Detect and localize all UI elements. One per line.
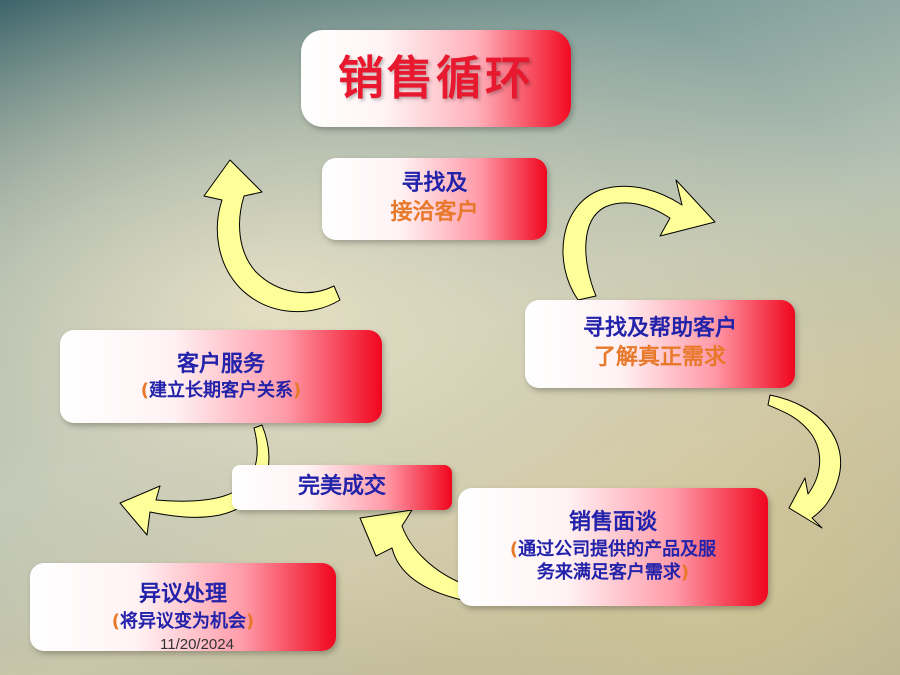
step-find-contact: 寻找及 接洽客户 [322,158,547,240]
step-objection-close-paren: ) [246,610,255,632]
arrow-to-meeting-icon [767,394,842,529]
step-meeting-open-paren: ( [509,538,519,560]
step-close: 完美成交 [232,465,452,510]
step-objection-open-paren: ( [111,610,120,632]
step-objection-line2: 将异议变为机会 [120,610,246,632]
arrow-to-close-icon [359,509,467,601]
step-find-contact-line2: 接洽客户 [390,200,479,225]
step-close-line1: 完美成交 [297,474,386,500]
title-box: 销售循环 [301,30,571,127]
step-needs: 寻找及帮助客户 了解真正需求 [525,300,795,388]
step-meeting-line1: 销售面谈 [568,510,657,536]
step-needs-line1: 寻找及帮助客户 [582,316,737,342]
step-objection: 异议处理 (将异议变为机会) [30,563,336,651]
step-meeting-close-paren: ) [680,562,690,584]
step-service-close-paren: ) [293,380,302,402]
page-title: 销售循环 [338,50,534,105]
step-find-contact-line1: 寻找及 [401,171,468,197]
step-service-open-paren: ( [140,380,149,402]
step-meeting-line2: 通过公司提供的产品及服 [518,538,717,560]
step-meeting: 销售面谈 (通过公司提供的产品及服 务来满足客户需求) [458,488,768,606]
step-objection-line1: 异议处理 [138,582,227,607]
footer-date: 11/20/2024 [160,636,234,653]
step-meeting-line3: 务来满足客户需求 [536,562,681,584]
arrow-to-find-icon [203,159,341,313]
arrow-to-needs-icon [562,179,716,301]
step-service-line1: 客户服务 [176,351,265,377]
step-needs-line2: 了解真正需求 [593,345,726,370]
step-service: 客户服务 (建立长期客户关系) [60,330,382,423]
step-service-line2: 建立长期客户关系 [149,380,293,402]
